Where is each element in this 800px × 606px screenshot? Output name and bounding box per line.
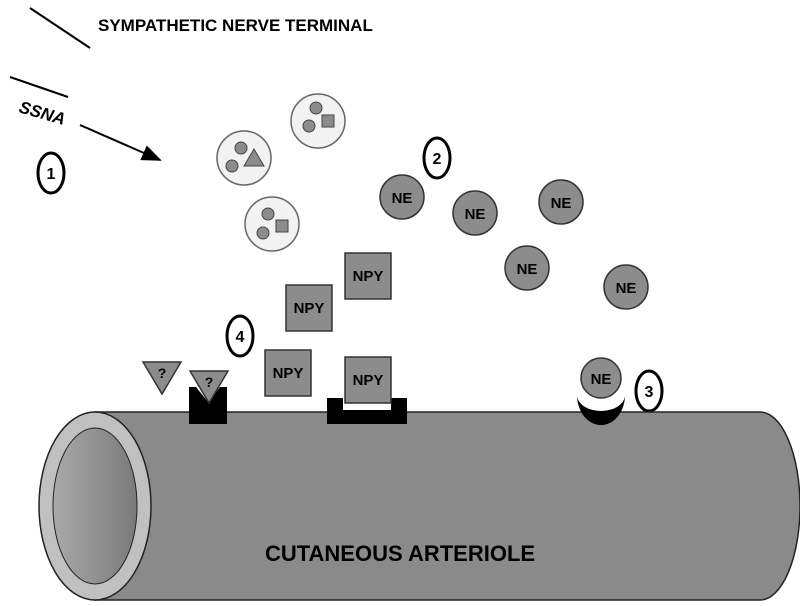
vessel-lumen bbox=[52, 427, 138, 585]
svg-text:3: 3 bbox=[645, 384, 654, 401]
marker-1: 1 bbox=[36, 151, 66, 195]
svg-text:NE: NE bbox=[392, 190, 413, 207]
svg-text:NPY: NPY bbox=[353, 372, 384, 389]
npy-receptor bbox=[327, 398, 407, 424]
unknown-receptor bbox=[189, 387, 227, 424]
unknown-ligand: ? bbox=[141, 361, 183, 396]
marker-2: 2 bbox=[422, 136, 452, 180]
vesicle-2 bbox=[290, 93, 346, 149]
svg-text:1: 1 bbox=[47, 166, 56, 183]
svg-text:4: 4 bbox=[236, 329, 245, 346]
ne-molecule: NE bbox=[504, 245, 550, 291]
ssna-label: SSNA bbox=[17, 98, 68, 129]
marker-3: 3 bbox=[634, 369, 664, 413]
npy-molecule: NPY bbox=[344, 252, 392, 300]
nerve-terminal-title: SYMPATHETIC NERVE TERMINAL bbox=[98, 16, 373, 35]
svg-text:NPY: NPY bbox=[273, 365, 304, 382]
vessel-label: CUTANEOUS ARTERIOLE bbox=[265, 541, 535, 566]
svg-text:?: ? bbox=[205, 374, 214, 390]
svg-text:?: ? bbox=[158, 365, 167, 381]
nerve-line-upper bbox=[29, 7, 91, 49]
ne-molecule: NE bbox=[452, 190, 498, 236]
unknown-ligand-bound: ? bbox=[188, 370, 230, 405]
marker-4: 4 bbox=[225, 314, 255, 358]
ne-molecule: NE bbox=[603, 264, 649, 310]
ne-molecule: NE bbox=[538, 179, 584, 225]
nerve-line-lower bbox=[9, 76, 69, 98]
svg-text:NPY: NPY bbox=[353, 268, 384, 285]
svg-text:NE: NE bbox=[551, 195, 572, 212]
vesicle-1 bbox=[216, 130, 272, 186]
cutaneous-arteriole: CUTANEOUS ARTERIOLE bbox=[38, 411, 800, 601]
npy-molecule-bound: NPY bbox=[344, 356, 392, 404]
ne-molecule-bound: NE bbox=[580, 357, 622, 399]
ne-receptor bbox=[577, 395, 625, 425]
npy-molecule: NPY bbox=[264, 349, 312, 397]
svg-text:NE: NE bbox=[517, 261, 538, 278]
svg-text:NPY: NPY bbox=[294, 300, 325, 317]
svg-text:NE: NE bbox=[591, 371, 612, 388]
ne-molecule: NE bbox=[379, 174, 425, 220]
svg-text:2: 2 bbox=[433, 151, 442, 168]
svg-text:NE: NE bbox=[465, 206, 486, 223]
npy-molecule: NPY bbox=[285, 284, 333, 332]
ssna-arrow bbox=[79, 124, 162, 161]
vesicle-3 bbox=[244, 196, 300, 252]
svg-text:NE: NE bbox=[616, 280, 637, 297]
